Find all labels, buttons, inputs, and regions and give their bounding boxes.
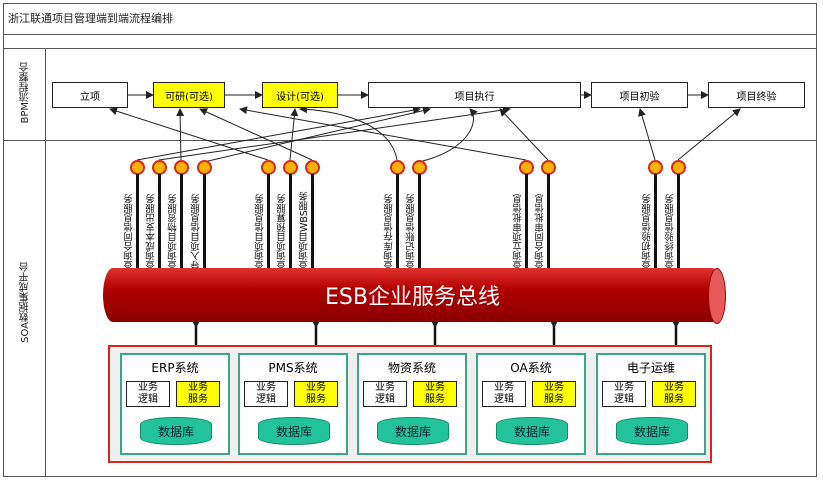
database-label: 数据库 [394,424,431,439]
system-box: 物资系统 业务 逻辑 业务 服务 数据库 [357,353,467,455]
service-endpoint-icon[interactable] [648,160,663,175]
service-label: 查询库存信息服务 [384,194,395,270]
service-connector [311,174,314,270]
database-icon: 数据库 [616,417,688,445]
service-endpoint-icon[interactable] [261,160,276,175]
business-logic-box: 业务 逻辑 [602,381,646,407]
database-label: 数据库 [633,424,670,439]
system-box: OA系统 业务 逻辑 业务 服务 数据库 [476,353,586,455]
database-label: 数据库 [275,424,312,439]
bpm-step[interactable]: 项目初验 [591,82,688,108]
system-name: 电子运维 [626,361,675,375]
business-service-box: 业务 服务 [294,381,338,407]
service-label: 查询立项审批信息 [513,194,524,270]
service-label: 查询项目WBS服务 [299,191,310,270]
bpm-step[interactable]: 项目终验 [708,82,805,108]
service-connector [267,174,270,270]
business-service-box: 业务 服务 [652,381,696,407]
business-logic-box: 业务 逻辑 [126,381,170,407]
service-label: 查询成本支出服务 [146,194,157,270]
system-box: 电子运维 业务 逻辑 业务 服务 数据库 [596,353,706,455]
service-connector [158,174,161,270]
system-name: ERP系统 [151,361,199,375]
service-label: 查询合同信息服务 [124,194,135,270]
service-connector [136,174,139,270]
service-label: 查询初验信息服务 [642,194,653,270]
service-endpoint-icon[interactable] [174,160,189,175]
service-endpoint-icon[interactable] [541,160,556,175]
esb-bus: ESB企业服务总线 [103,268,722,322]
service-endpoint-icon[interactable] [390,160,405,175]
database-icon: 数据库 [258,417,330,445]
system-name: 物资系统 [387,361,436,375]
database-label: 数据库 [157,424,194,439]
service-connector [654,174,657,270]
service-connector [180,174,183,270]
bpm-step[interactable]: 可研(可选) [153,82,225,108]
esb-bus-end [708,268,726,324]
system-name: OA系统 [510,361,552,375]
service-label: 查询合同审批信息 [535,194,546,270]
business-service-box: 业务 服务 [532,381,576,407]
database-icon: 数据库 [496,417,568,445]
service-connector [203,174,206,270]
service-label: 导入项目信息服务 [191,194,202,270]
service-connector [289,174,292,270]
business-service-box: 业务 服务 [413,381,457,407]
divider [3,48,817,49]
business-logic-box: 业务 逻辑 [482,381,526,407]
divider [3,34,817,35]
service-endpoint-icon[interactable] [671,160,686,175]
bpm-step[interactable]: 设计(可选) [262,82,338,108]
service-label: 查询项目预算服务 [277,194,288,270]
system-name: PMS系统 [268,361,318,375]
divider [45,48,46,477]
system-box: PMS系统 业务 逻辑 业务 服务 数据库 [238,353,348,455]
service-endpoint-icon[interactable] [283,160,298,175]
service-label: 查询记账信息服务 [406,194,417,270]
bpm-step[interactable]: 项目执行 [368,82,581,108]
service-connector [525,174,528,270]
service-endpoint-icon[interactable] [305,160,320,175]
diagram-title: 浙江联通项目管理端到端流程编排 [8,12,173,25]
service-label: 查询终验信息服务 [665,194,676,270]
service-endpoint-icon[interactable] [519,160,534,175]
divider [3,140,817,141]
service-endpoint-icon[interactable] [130,160,145,175]
service-endpoint-icon[interactable] [412,160,427,175]
service-endpoint-icon[interactable] [197,160,212,175]
business-service-box: 业务 服务 [176,381,220,407]
database-icon: 数据库 [377,417,449,445]
bpm-step[interactable]: 立项 [52,82,128,108]
service-connector [547,174,550,270]
business-logic-box: 业务 逻辑 [244,381,288,407]
service-connector [396,174,399,270]
system-box: ERP系统 业务 逻辑 业务 服务 数据库 [120,353,230,455]
database-icon: 数据库 [140,417,212,445]
service-label: 查询项目信息服务 [255,194,266,270]
diagram-frame [3,3,817,477]
business-logic-box: 业务 逻辑 [363,381,407,407]
service-label: 查询项目物资服务 [168,194,179,270]
database-label: 数据库 [513,424,550,439]
service-connector [677,174,680,270]
service-connector [418,174,421,270]
service-endpoint-icon[interactable] [152,160,167,175]
